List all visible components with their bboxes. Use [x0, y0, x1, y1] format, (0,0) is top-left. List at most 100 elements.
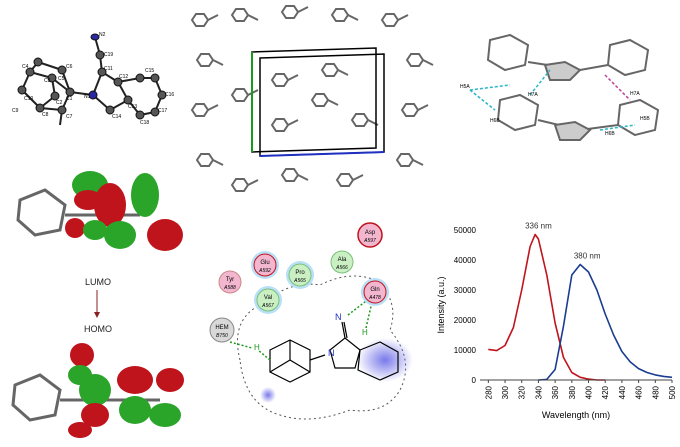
- packed-molecule-bond: [212, 159, 224, 166]
- residue-name: Asp: [365, 230, 376, 236]
- indole-five-ring: [329, 337, 361, 369]
- residue-hem: HEM B750: [209, 317, 235, 343]
- packed-molecule: [230, 178, 250, 192]
- packed-molecule-bond: [247, 14, 259, 21]
- residue-tyr: Tyr A588: [218, 270, 242, 294]
- residue-asp: Asp A597: [357, 222, 383, 248]
- indole-six-ring: [357, 341, 399, 381]
- y-tick-label: 50000: [454, 226, 477, 235]
- atom-label: C7: [66, 114, 73, 120]
- x-tick-label: 460: [635, 385, 644, 399]
- atom-label: C11: [104, 66, 113, 72]
- ortep-structure-figure: N2 C19 C11 C12 C13 C14 C15 C16 C17 C18 N…: [12, 32, 174, 126]
- peak-annotation: 380 nm: [574, 252, 601, 261]
- residue-id: A566: [335, 265, 348, 271]
- crystal-packing-figure: [190, 5, 434, 192]
- atom-label: C19: [104, 52, 113, 58]
- x-tick-label: 500: [668, 385, 677, 399]
- packed-molecule-bond: [297, 6, 309, 13]
- ortep-structure-panel: N2 C19 C11 C12 C13 C14 C15 C16 C17 C18 N…: [0, 0, 180, 150]
- atom-label: C8: [42, 112, 49, 118]
- excitation-series-line: [488, 233, 606, 381]
- hbond-figure: H5A H7A H6B H7A H5B H6B: [460, 33, 660, 141]
- x-tick-label: 380: [568, 385, 577, 399]
- residue-id: A565: [293, 278, 306, 284]
- hbond-label: H7A: [630, 91, 640, 97]
- packed-molecule: [350, 113, 370, 127]
- hbond-label: H6B: [490, 118, 500, 124]
- y-tick-label: 20000: [454, 316, 477, 325]
- packed-molecule-bond: [287, 74, 299, 81]
- y-tick-label: 10000: [454, 346, 477, 355]
- h-atom-label: H: [254, 343, 260, 352]
- packed-molecule: [270, 118, 290, 132]
- packed-molecule: [280, 168, 300, 182]
- peak-annotation: 336 nm: [525, 222, 552, 231]
- residue-id: A597: [363, 238, 376, 244]
- emission-series-line: [538, 263, 673, 381]
- packed-molecule-bond: [212, 59, 224, 66]
- packed-molecule: [230, 8, 250, 22]
- packed-molecule: [190, 13, 210, 27]
- atom-label: C12: [119, 74, 128, 80]
- x-tick-label: 320: [518, 385, 527, 399]
- packed-molecule: [405, 53, 425, 67]
- atom-label: C13: [128, 104, 137, 110]
- frontier-orbitals-figure: LUMO HOMO: [11, 171, 184, 438]
- exposure-blob: [357, 338, 413, 382]
- x-tick-label: 280: [484, 385, 493, 399]
- lumo-label: LUMO: [85, 277, 111, 287]
- packed-molecule-bond: [352, 174, 364, 181]
- residue-id: A588: [223, 285, 236, 291]
- unit-cell-axis-c: [259, 151, 385, 157]
- atom-label: C9: [12, 108, 19, 114]
- atom-label: C6: [66, 64, 73, 70]
- atom-label: C4: [22, 64, 29, 70]
- atom-label: C2: [56, 100, 63, 106]
- residue-glu: Glu A592: [251, 251, 279, 279]
- nitrile-n-label: N: [335, 312, 342, 322]
- frontier-orbitals-panel: LUMO HOMO: [0, 160, 200, 442]
- packed-molecule-bond: [397, 14, 409, 21]
- transition-arrow-head: [94, 312, 100, 318]
- packed-molecule: [310, 93, 330, 107]
- packed-molecule-bond: [247, 179, 259, 186]
- atom-label: C15: [145, 68, 154, 74]
- unit-cell-box: [251, 47, 377, 153]
- y-axis-label: Intensity (a.u.): [436, 276, 446, 333]
- hbond-label: H5B: [640, 116, 650, 122]
- hbond-label: H7A: [528, 92, 538, 98]
- packed-molecule: [230, 88, 250, 102]
- crystal-packing-panel: [180, 0, 440, 200]
- residue-val: Val A567: [254, 286, 282, 314]
- x-tick-label: 360: [551, 385, 560, 399]
- residue-id: A478: [368, 295, 381, 301]
- packed-molecule-bond: [207, 104, 219, 111]
- atom-label: C1: [66, 96, 73, 102]
- exposure-blob: [260, 387, 276, 403]
- x-tick-label: 340: [534, 385, 543, 399]
- docking-interaction-panel: N N H H Asp A597 Glu A592 Ala: [200, 210, 430, 442]
- amine-n-label: N: [328, 348, 335, 358]
- packed-molecule: [280, 5, 300, 19]
- atom-label: C16: [165, 92, 174, 98]
- hbond-panel: H5A H7A H6B H7A H5B H6B: [440, 0, 680, 170]
- x-tick-label: 480: [651, 385, 660, 399]
- packed-molecule: [195, 53, 215, 67]
- packed-molecule-bond: [337, 69, 349, 76]
- packed-molecule-bond: [417, 104, 429, 111]
- hbond-label: H6B: [605, 131, 615, 137]
- residue-id: B750: [216, 333, 228, 339]
- residue-name: Gln: [370, 287, 379, 293]
- residue-pro: Pro A565: [286, 261, 314, 289]
- atom-label: C3: [44, 78, 51, 84]
- packed-molecule: [330, 8, 350, 22]
- packed-molecule-bond: [347, 14, 359, 21]
- residue-bubbles: Asp A597 Glu A592 Ala A566 Tyr A588: [209, 222, 389, 343]
- homo-label: HOMO: [84, 324, 112, 334]
- residue-gln: Gln A478: [361, 278, 389, 306]
- residue-id: A567: [261, 303, 274, 309]
- residue-name: HEM: [215, 325, 228, 331]
